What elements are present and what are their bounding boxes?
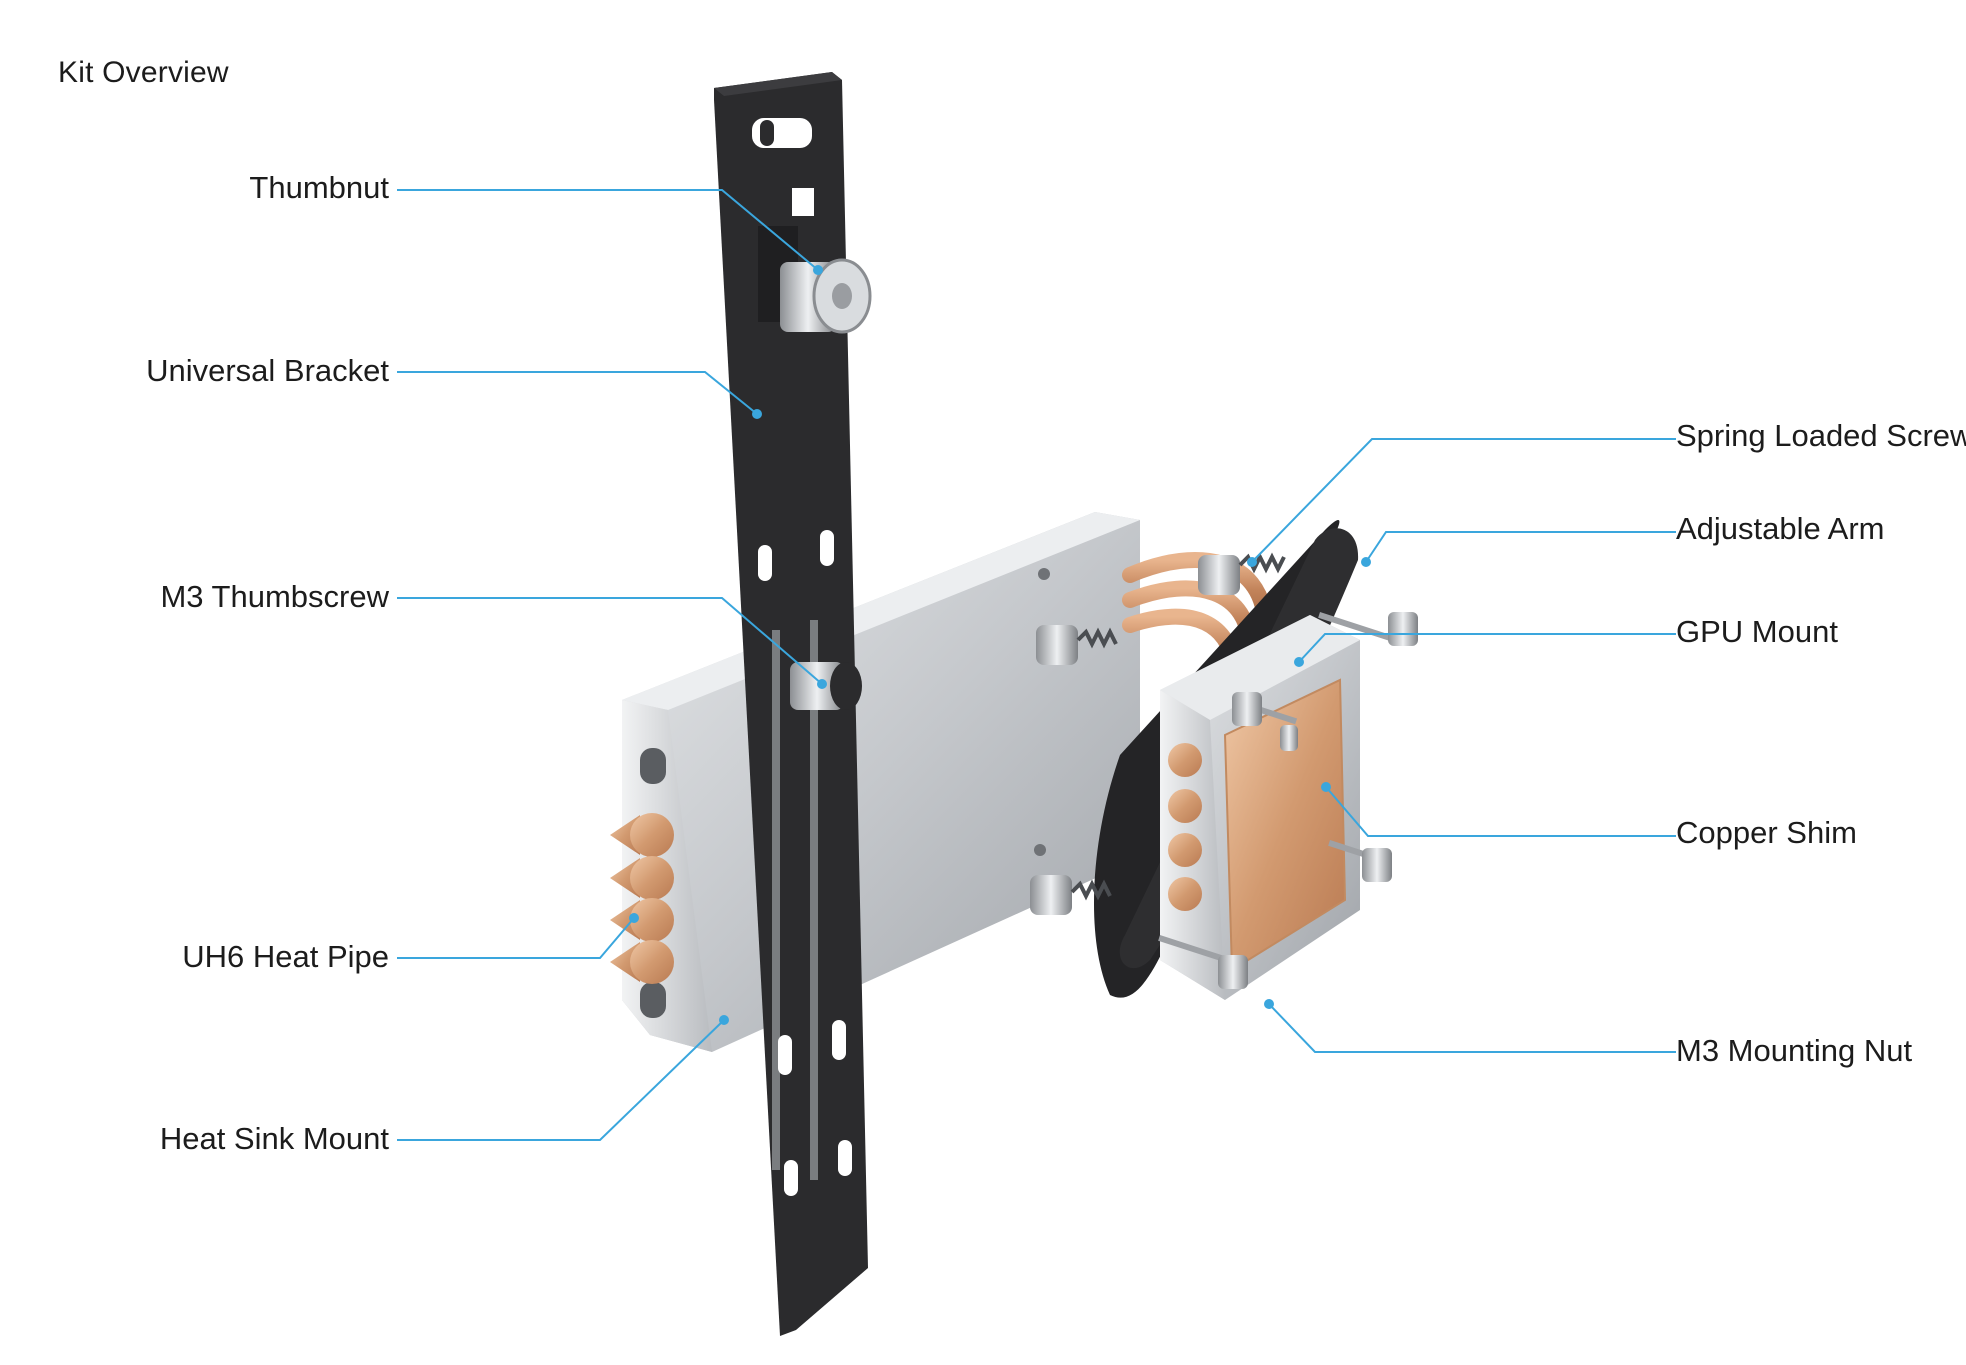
- leader-lines: [397, 189, 1676, 1141]
- leader-dot-spring-loaded-screw: [1247, 557, 1257, 567]
- gpu-mount-part: [1093, 520, 1360, 1000]
- leader-line-universal-bracket: [397, 371, 758, 415]
- m3-thumbscrew-part: [790, 662, 862, 710]
- thumbnut-part: [780, 258, 872, 334]
- label-m3-thumbscrew: M3 Thumbscrew: [160, 579, 389, 614]
- label-copper-shim: Copper Shim: [1676, 815, 1857, 850]
- leader-dot-copper-shim: [1321, 782, 1331, 792]
- spring-loaded-screws: [1030, 552, 1286, 915]
- leader-dot-adjustable-arm: [1361, 557, 1371, 567]
- m3-mounting-nuts: [1158, 612, 1418, 989]
- leader-dot-m3-thumbscrew: [817, 679, 827, 689]
- leader-dot-gpu-mount: [1294, 657, 1304, 667]
- heat-sink-mount-part: [622, 512, 1140, 1052]
- leader-line-m3-mounting-nut: [1268, 1003, 1676, 1053]
- leader-line-uh6-heat-pipe: [397, 917, 635, 959]
- leader-line-gpu-mount: [1298, 633, 1676, 663]
- leader-dot-universal-bracket: [752, 409, 762, 419]
- uh6-heat-pipe-tips: [610, 813, 674, 984]
- leader-line-thumbnut: [397, 189, 819, 271]
- leader-dot-heat-sink-mount: [719, 1015, 729, 1025]
- label-adjustable-arm: Adjustable Arm: [1676, 511, 1885, 546]
- label-gpu-mount: GPU Mount: [1676, 614, 1838, 649]
- leader-dot-thumbnut: [813, 265, 823, 275]
- label-thumbnut: Thumbnut: [249, 170, 389, 205]
- page-title: Kit Overview: [58, 56, 229, 89]
- label-m3-mounting-nut: M3 Mounting Nut: [1676, 1033, 1913, 1068]
- leader-dot-m3-mounting-nut: [1264, 999, 1274, 1009]
- leader-line-adjustable-arm: [1365, 531, 1676, 563]
- leader-dot-uh6-heat-pipe: [629, 913, 639, 923]
- leader-line-copper-shim: [1325, 786, 1676, 837]
- label-spring-loaded-screw: Spring Loaded Screw: [1676, 418, 1966, 453]
- leader-line-m3-thumbscrew: [397, 597, 823, 685]
- label-universal-bracket: Universal Bracket: [146, 353, 389, 388]
- leader-line-heat-sink-mount: [397, 1019, 725, 1141]
- label-uh6-heat-pipe: UH6 Heat Pipe: [182, 939, 389, 974]
- leader-line-spring-loaded-screw: [1251, 438, 1676, 563]
- label-heat-sink-mount: Heat Sink Mount: [159, 1121, 389, 1156]
